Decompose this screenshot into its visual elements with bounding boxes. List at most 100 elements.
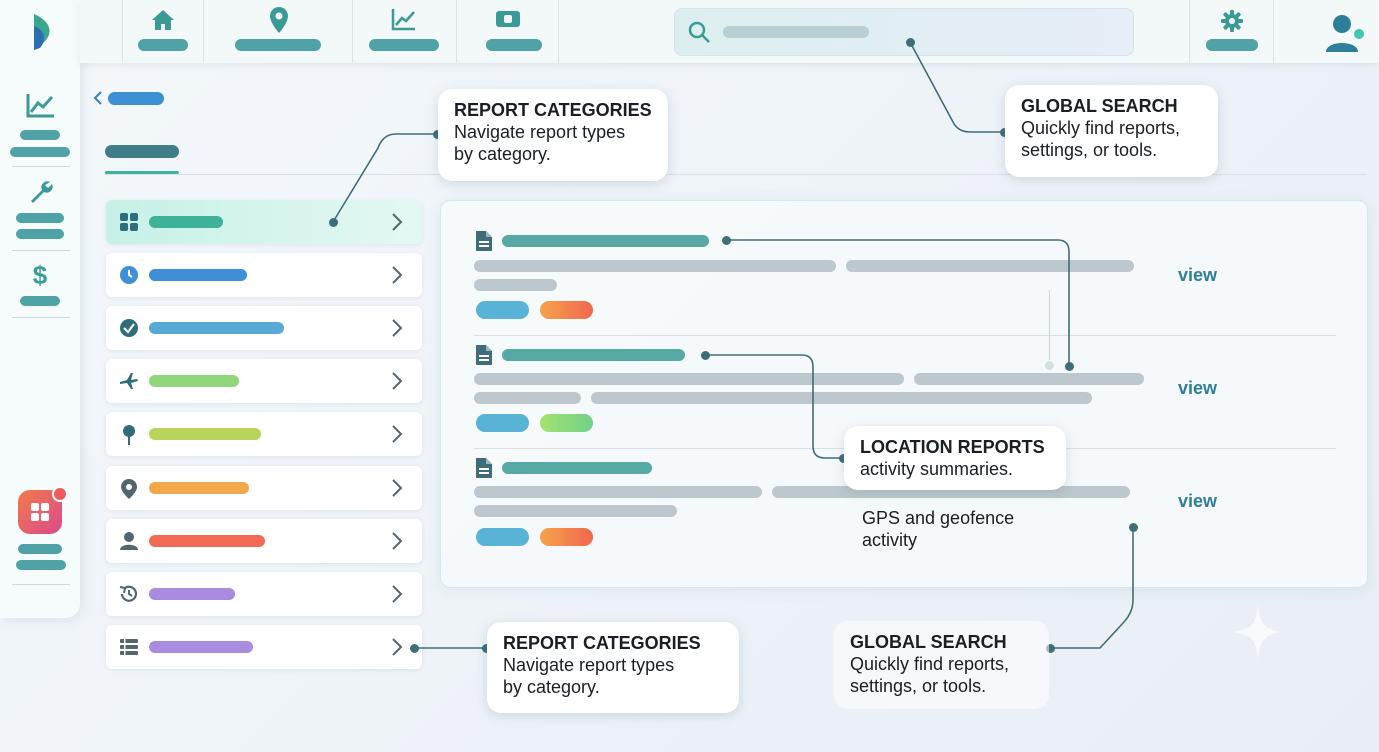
category-item-location[interactable] [106, 466, 422, 510]
nav-item-locations[interactable] [204, 0, 352, 63]
pin-icon [119, 424, 139, 445]
nav-item-settings[interactable] [1190, 0, 1273, 63]
report-title-bar[interactable] [502, 349, 685, 361]
nav-item-billing[interactable] [457, 0, 558, 63]
view-link[interactable]: view [1178, 378, 1218, 398]
search-icon [687, 20, 711, 44]
category-label-bar [149, 269, 247, 281]
sidebar-label-bar [18, 544, 62, 554]
connector-dot [701, 351, 710, 360]
user-avatar-icon[interactable] [1324, 12, 1364, 56]
report-text-bar [846, 260, 1134, 272]
brand-logo-icon[interactable] [28, 12, 58, 52]
map-pin-icon [269, 6, 289, 34]
callout-global-search: GLOBAL SEARCH Quickly find reports, sett… [1005, 85, 1218, 177]
sidebar-label-bar [16, 560, 66, 570]
report-tag [540, 528, 593, 546]
scroll-indicator-dot [1045, 361, 1054, 370]
callout-text: activity summaries. [860, 459, 1014, 479]
nav-divider [122, 0, 123, 63]
callout-text: by category. [454, 144, 551, 164]
apps-grid-icon[interactable] [18, 486, 68, 534]
report-tag [540, 414, 593, 432]
connector-dot [1129, 523, 1138, 532]
report-title-bar[interactable] [502, 462, 652, 474]
callout-text: by category. [503, 677, 600, 697]
chevron-right-icon [389, 211, 405, 233]
category-item-history[interactable] [106, 572, 422, 616]
global-search-input[interactable] [674, 8, 1134, 56]
report-title-bar[interactable] [502, 235, 709, 247]
view-link[interactable]: view [1178, 491, 1218, 511]
category-label-bar [149, 216, 223, 228]
cash-icon [495, 9, 521, 29]
chevron-right-icon [389, 264, 405, 286]
connector-dot [410, 644, 419, 653]
nav-item-home[interactable] [123, 0, 203, 63]
callout-report-categories-bottom: REPORT CATEGORIES Navigate report types … [487, 622, 739, 713]
category-label-bar [149, 482, 249, 494]
sidebar-label-bar [16, 229, 64, 239]
category-label-bar [149, 375, 239, 387]
note-text: activity [862, 530, 918, 550]
sidebar: $ [0, 0, 80, 618]
check-circle-icon [119, 318, 139, 338]
sparkle-icon [1232, 604, 1284, 660]
category-item-users[interactable] [106, 519, 422, 563]
callout-text: settings, or tools. [1021, 140, 1158, 160]
report-tag [476, 301, 529, 319]
sidebar-label-bar [16, 213, 64, 223]
callout-global-search-bottom: GLOBAL SEARCH Quickly find reports, sett… [834, 621, 1049, 709]
connector-dot [1000, 128, 1009, 137]
callout-text: Quickly find reports, [1021, 118, 1181, 138]
search-placeholder-bar [723, 26, 869, 38]
callout-title: LOCATION REPORTS [860, 437, 1045, 457]
sidebar-divider [12, 317, 70, 318]
person-icon [119, 531, 139, 551]
page-title-bar [105, 145, 179, 158]
breadcrumb-bar[interactable] [108, 92, 164, 105]
connector-dot [906, 38, 915, 47]
callout-title: GLOBAL SEARCH [1021, 96, 1178, 116]
chevron-right-icon [389, 530, 405, 552]
airplane-icon [119, 371, 139, 391]
report-text-bar [591, 392, 1092, 404]
category-label-bar [149, 588, 235, 600]
nav-divider [1273, 0, 1274, 63]
gear-icon [1220, 9, 1244, 33]
view-link[interactable]: view [1178, 265, 1218, 285]
nav-item-analytics[interactable] [353, 0, 456, 63]
category-item-travel[interactable] [106, 359, 422, 403]
sidebar-divider [12, 250, 70, 251]
nav-label-bar [235, 39, 321, 51]
nav-divider [558, 0, 559, 63]
line-chart-icon[interactable] [26, 92, 56, 118]
callout-text: Navigate report types [503, 655, 675, 675]
notification-badge [52, 486, 68, 502]
category-item-sites[interactable] [106, 412, 422, 456]
callout-text: Navigate report types [454, 122, 626, 142]
connector-dot [1046, 644, 1055, 653]
category-item-logs[interactable] [106, 625, 422, 669]
category-item-compliance[interactable] [106, 306, 422, 350]
chevron-left-icon[interactable] [92, 90, 104, 106]
nav-label-bar [486, 39, 542, 51]
report-text-bar [474, 392, 581, 404]
nav-divider [203, 0, 204, 63]
svg-text:$: $ [33, 260, 48, 290]
category-item-schedule[interactable] [106, 253, 422, 297]
gps-note: GPS and geofence activity [862, 507, 1014, 551]
wrench-icon[interactable] [28, 178, 54, 204]
callout-location-reports: LOCATION REPORTS activity summaries. [844, 426, 1066, 490]
callout-text: Quickly find reports, [850, 654, 1010, 674]
chevron-right-icon [389, 317, 405, 339]
nav-divider [1189, 0, 1190, 63]
report-divider [474, 335, 1336, 336]
report-tag [476, 528, 529, 546]
callout-report-categories: REPORT CATEGORIES Navigate report types … [438, 89, 668, 181]
report-text-bar [474, 373, 904, 385]
dollar-icon[interactable]: $ [29, 260, 51, 290]
scroll-indicator [1049, 290, 1050, 360]
nav-label-bar [369, 39, 439, 51]
category-item-all[interactable] [106, 200, 422, 244]
